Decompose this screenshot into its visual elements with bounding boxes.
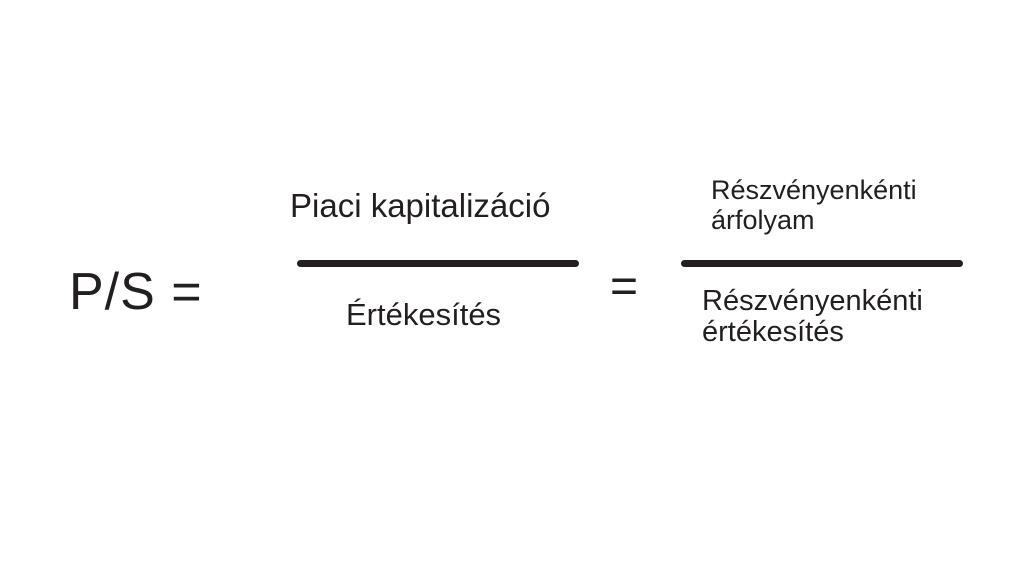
equals-sign: = xyxy=(610,260,639,313)
fraction1-bar xyxy=(297,260,579,267)
formula-lhs: P/S = xyxy=(69,263,203,321)
fraction2-bar xyxy=(681,260,963,267)
fraction2-denominator-line2: értékesítés xyxy=(702,316,844,348)
fraction2-denominator-line1: Részvényenkénti xyxy=(702,285,923,317)
fraction1-numerator: Piaci kapitalizáció xyxy=(290,187,551,224)
fraction2-numerator-line1: Részvényenkénti xyxy=(711,175,917,205)
fraction2-numerator-line2: árfolyam xyxy=(711,205,815,235)
fraction1-denominator: Értékesítés xyxy=(346,297,502,332)
fraction2-numerator: Részvényenkénti árfolyam xyxy=(711,175,917,235)
fraction2-denominator: Részvényenkénti értékesítés xyxy=(702,286,923,348)
